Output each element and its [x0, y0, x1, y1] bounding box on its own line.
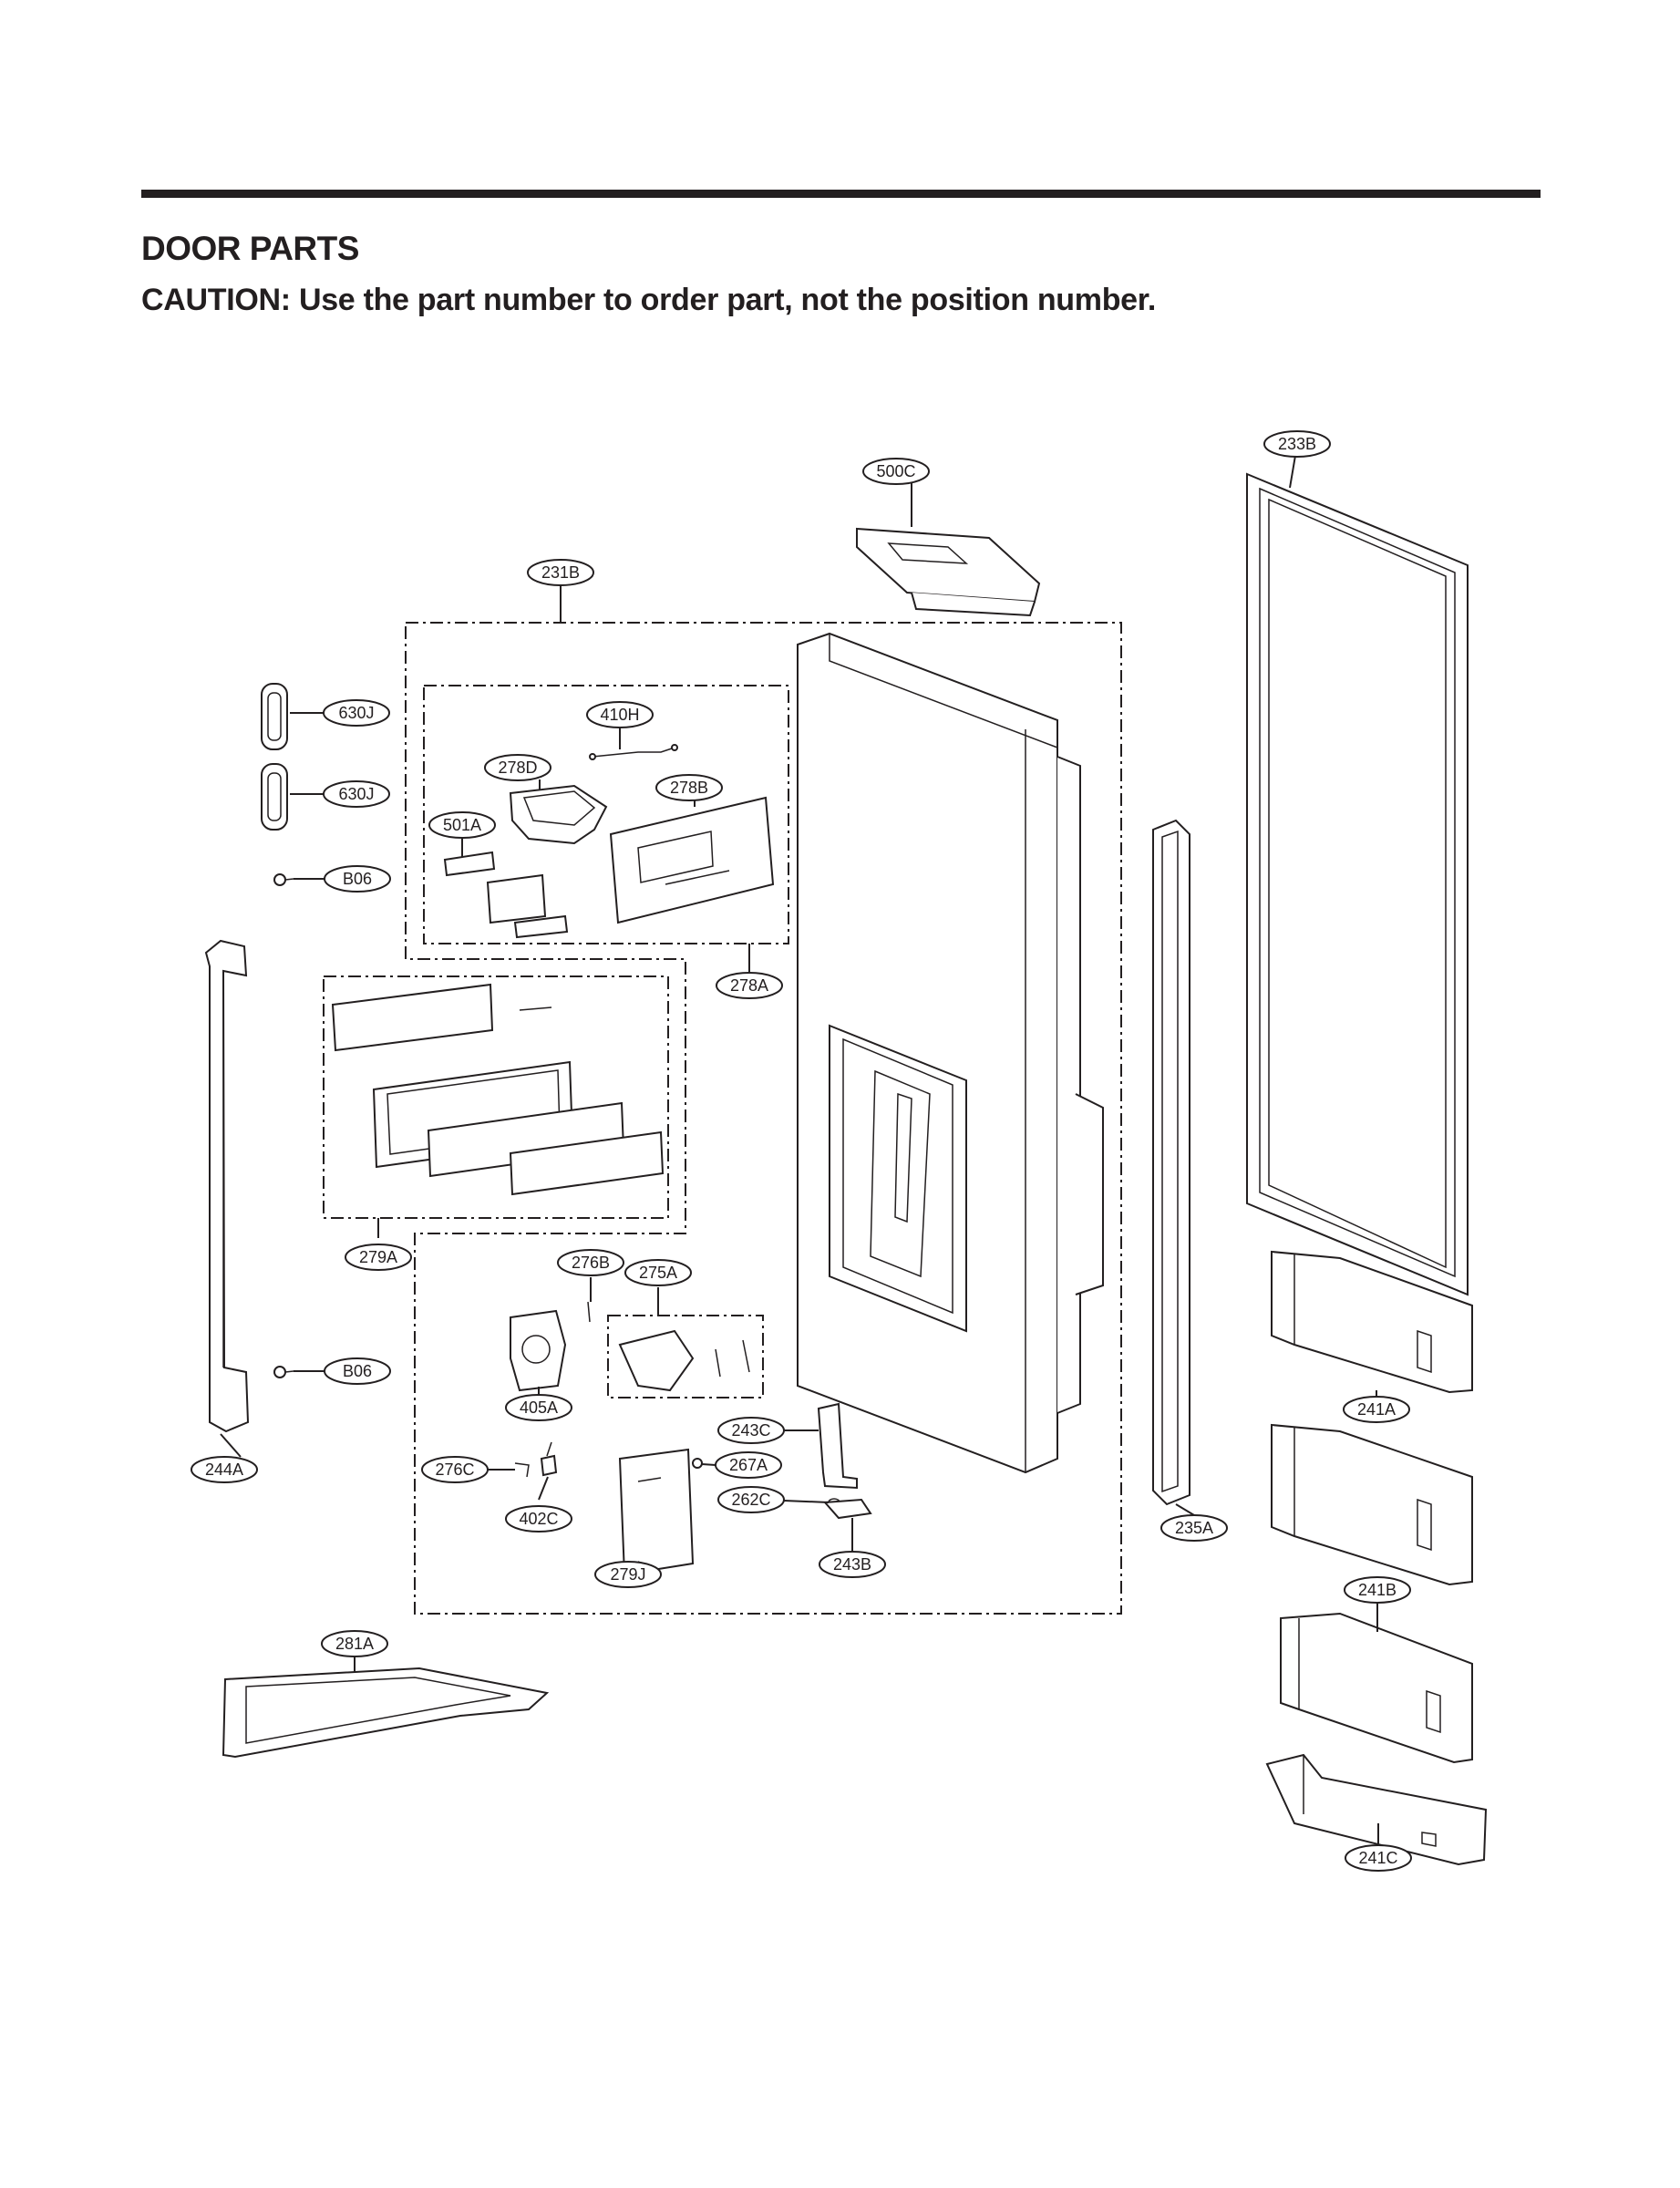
callout-233b: 233B	[1263, 430, 1331, 458]
svg-text:281A: 281A	[335, 1635, 374, 1653]
callout-402c: 402C	[505, 1505, 572, 1533]
part-241a-door-bin	[1271, 1250, 1473, 1394]
svg-text:241C: 241C	[1358, 1849, 1397, 1867]
callout-262c: 262C	[717, 1486, 785, 1513]
callout-241b: 241B	[1344, 1576, 1411, 1604]
part-278d-housing	[509, 784, 608, 845]
svg-text:233B: 233B	[1278, 435, 1316, 453]
callout-630j-upper: 630J	[323, 699, 390, 727]
svg-text:B06: B06	[343, 870, 372, 888]
callout-267a: 267A	[715, 1451, 782, 1479]
svg-text:243B: 243B	[833, 1555, 871, 1574]
callout-279a: 279A	[345, 1244, 412, 1271]
header-rule	[141, 190, 1541, 198]
svg-text:278B: 278B	[670, 779, 708, 797]
callout-275a: 275A	[624, 1259, 692, 1286]
part-233b-door-gasket	[1246, 472, 1469, 1296]
svg-text:630J: 630J	[338, 704, 374, 722]
part-b06-screw-lower	[273, 1366, 294, 1378]
part-281a-frame	[222, 1667, 550, 1759]
svg-text:405A: 405A	[520, 1398, 558, 1417]
assembly-box-278a	[423, 685, 789, 944]
callout-278d: 278D	[484, 754, 551, 781]
callout-276c: 276C	[421, 1456, 489, 1483]
part-278b-panel	[609, 796, 775, 924]
svg-text:279J: 279J	[610, 1565, 645, 1584]
callout-500c: 500C	[862, 458, 930, 485]
part-275a-lever	[618, 1329, 750, 1392]
callout-243c: 243C	[717, 1417, 785, 1444]
svg-text:244A: 244A	[205, 1460, 243, 1479]
callout-231b: 231B	[527, 559, 594, 586]
svg-text:402C: 402C	[519, 1510, 558, 1528]
callout-501a: 501A	[428, 811, 496, 839]
svg-text:241B: 241B	[1358, 1581, 1397, 1599]
callout-278a: 278A	[716, 972, 783, 999]
callout-279j: 279J	[594, 1561, 662, 1588]
svg-text:262C: 262C	[731, 1491, 770, 1509]
part-405a-motor	[510, 1309, 567, 1392]
callout-281a: 281A	[321, 1630, 388, 1657]
svg-text:278A: 278A	[730, 976, 768, 995]
svg-text:500C: 500C	[876, 462, 915, 480]
svg-text:278D: 278D	[498, 759, 537, 777]
assembly-box-231b	[405, 622, 1122, 1615]
part-276b-spring	[587, 1301, 591, 1323]
part-410h-wire	[589, 744, 678, 760]
part-276c-spring	[514, 1462, 530, 1478]
svg-text:276B: 276B	[572, 1254, 610, 1272]
callout-278b: 278B	[655, 774, 723, 801]
callout-241a: 241A	[1343, 1396, 1410, 1423]
callout-244a: 244A	[191, 1456, 258, 1483]
svg-text:275A: 275A	[639, 1264, 677, 1282]
svg-text:501A: 501A	[443, 816, 481, 834]
callout-276b: 276B	[557, 1249, 624, 1276]
callout-405a: 405A	[505, 1394, 572, 1421]
part-243b-hinge	[822, 1498, 872, 1520]
part-235a-side-trim	[1152, 819, 1190, 1506]
assembly-box-279a	[323, 975, 669, 1219]
part-267a-screw	[692, 1458, 703, 1469]
part-243c-hinge	[817, 1402, 858, 1490]
part-278a-subassembly	[486, 873, 569, 939]
svg-text:243C: 243C	[731, 1421, 770, 1440]
svg-text:267A: 267A	[729, 1456, 768, 1474]
svg-text:276C: 276C	[435, 1460, 474, 1479]
svg-text:241A: 241A	[1357, 1400, 1396, 1419]
assembly-box-275a	[607, 1315, 764, 1398]
part-630j-end-cap-upper	[261, 683, 288, 750]
callout-410h: 410H	[586, 701, 654, 728]
svg-text:410H: 410H	[600, 706, 639, 724]
callout-630j-lower: 630J	[323, 780, 390, 808]
part-main-door	[797, 632, 1104, 1474]
part-501a-module	[443, 851, 496, 877]
callout-235a: 235A	[1160, 1514, 1228, 1542]
callout-b06-upper: B06	[324, 865, 391, 893]
svg-text:235A: 235A	[1175, 1519, 1213, 1537]
part-630j-end-cap-lower	[261, 763, 288, 831]
callout-241c: 241C	[1345, 1844, 1412, 1872]
callout-b06-lower: B06	[324, 1357, 391, 1385]
part-244a-handle	[204, 939, 250, 1433]
part-500c-top-cover	[856, 527, 1041, 617]
svg-text:630J: 630J	[338, 785, 374, 803]
part-b06-screw-upper	[273, 873, 294, 886]
part-279j-paddle	[618, 1448, 695, 1576]
part-241c-door-bin	[1265, 1753, 1488, 1866]
part-241b-door-bin	[1280, 1612, 1473, 1764]
part-241a-door-bin-2	[1271, 1423, 1473, 1586]
svg-text:231B: 231B	[541, 563, 580, 582]
part-402c-switch	[540, 1441, 558, 1477]
callout-243b: 243B	[819, 1551, 886, 1578]
part-279a-display-assembly	[331, 983, 665, 1196]
svg-text:279A: 279A	[359, 1248, 397, 1266]
page-title: DOOR PARTS	[141, 230, 359, 267]
caution-note: CAUTION: Use the part number to order pa…	[141, 283, 1156, 317]
svg-text:B06: B06	[343, 1362, 372, 1380]
